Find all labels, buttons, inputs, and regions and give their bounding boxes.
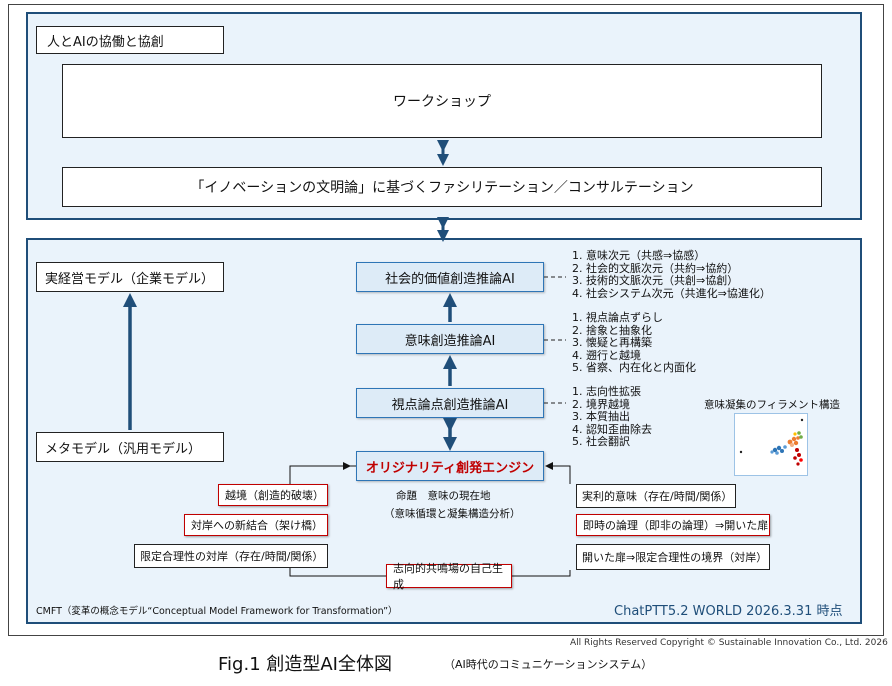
world-timestamp: ChatPTT5.2 WORLD 2026.3.31 時点 [614,604,843,619]
viewpoint-creation-ai: 視点論点創造推論AI [356,388,544,418]
list-item: 3. 本質抽出 [572,410,630,423]
practical-meaning-box: 実利的意味（存在/時間/関係） [576,484,736,508]
list-item: 1. 志向性拡張 [572,385,641,398]
list-item: 5. 省察、内在化と内面化 [572,361,696,374]
list-item: 4. 認知歪曲除去 [572,422,652,436]
filament-cluster-plot [739,418,804,466]
facilitation-box: 「イノベーションの文明論」に基づくファシリテーション／コンサルテーション [62,167,822,207]
list-item: 4. 遡行と越境 [572,348,641,362]
new-combination-box: 対岸への新結合（架け橋） [184,514,328,536]
list-item: 1. 意味次元（共感⇒協感） [572,249,706,262]
real-management-model: 実経営モデル（企業モデル） [36,262,224,292]
cmft-caption: CMFT（変革の概念モデル“Conceptual Model Framework… [36,606,398,617]
limited-rationality-box: 限定合理性の対岸（存在/時間/関係） [134,544,328,568]
list-item: 2. 境界越境 [572,397,630,411]
immediate-logic-box: 即時の論理（即非の論理）⇒開いた扉 [576,514,770,536]
social-value-ai: 社会的価値創造推論AI [356,262,544,292]
list-item: 1. 視点論点ずらし [572,311,663,324]
list-item: 3. 技術的文脈次元（共創⇒協創） [572,274,739,287]
meta-model: メタモデル（汎用モデル） [36,432,224,462]
boundary-crossing-box: 越境（創造的破壊） [218,484,328,506]
collaboration-title: 人とAIの協働と協創 [36,26,224,54]
loop-right-bottom [512,570,571,577]
meaning-creation-ai: 意味創造推論AI [356,324,544,354]
loop-left-top [289,465,356,484]
figure-title: Fig.1 創造型AI全体図 [218,654,392,675]
loop-right-top [545,462,571,484]
copyright: All Rights Reserved Copyright © Sustaina… [570,638,888,648]
figure-subtitle: （AI時代のコミュニケーションシステム） [444,658,653,671]
social-dimension-list: 1. 意味次元（共感⇒協感）2. 社会的文脈次元（共約⇒協約）3. 技術的文脈次… [572,249,771,300]
list-item: 2. 社会的文脈次元（共約⇒協約） [572,261,739,275]
engine-caption-proposition: 命題 意味の現在地 [396,490,491,502]
list-item: 5. 社会翻訳 [572,435,630,448]
engine-caption-analysis: （意味循環と凝集構造分析） [384,508,521,520]
workshop-box: ワークショップ [62,64,822,138]
filament-cluster-image [734,413,808,476]
loop-left-bottom [289,568,386,577]
open-door-box: 開いた扉⇒限定合理性の境界（対岸） [576,544,770,570]
list-item: 2. 捨象と抽象化 [572,323,652,337]
list-item: 4. 社会システム次元（共進化⇒協進化） [572,286,771,300]
resonance-field-box: 志向的共鳴場の自己生成 [386,562,512,591]
originality-engine: オリジナリティ創発エンジン [356,451,544,481]
list-item: 3. 懐疑と再構築 [572,336,652,349]
filament-label: 意味凝集のフィラメント構造 [704,399,840,411]
